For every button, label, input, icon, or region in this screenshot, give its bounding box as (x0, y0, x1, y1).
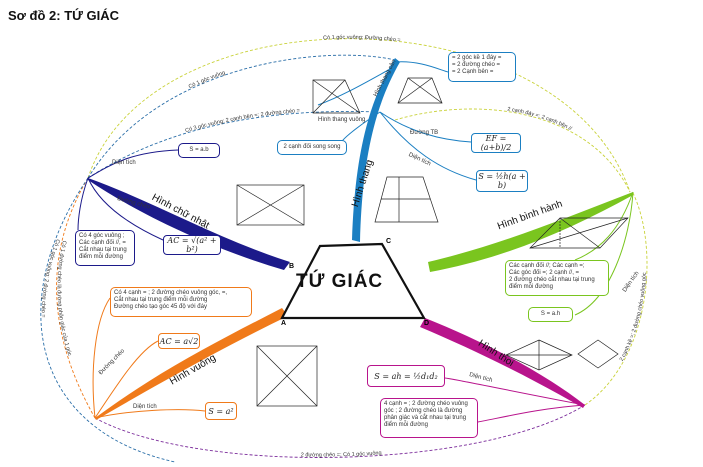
arc-line-7 (56, 177, 96, 419)
arc-label-4: 2 cạnh đáy =; 2 cạnh bên // (507, 107, 573, 133)
square-figure (256, 345, 318, 407)
formula-vuong-area: S = a² (205, 402, 237, 420)
box-cn-area: S = a.b (178, 143, 220, 158)
midline-trapezoid-figure (374, 176, 439, 223)
center-quadrilateral (280, 242, 426, 320)
parallelogram-figure (529, 217, 629, 249)
label-thang-vuong: Hình thang vuông (318, 117, 366, 123)
formula-duong-tb: EF = (a+b)/2 (471, 133, 521, 153)
vertex-c: C (386, 238, 392, 245)
isosceles-trapezoid-figure (397, 77, 443, 104)
arc-label-3: Có 3 góc vuông; 2 cạnh bên =; 2 đường ch… (185, 108, 301, 134)
branch-vuong (95, 308, 288, 420)
label-duong-tb: Đường TB (410, 130, 439, 136)
box-thang-can-props: = 2 góc kề 1 đáy = = 2 đường chéo = = 2 … (448, 52, 516, 82)
box-cn-props: Có 4 góc vuông ; Các cạnh đối //, = Cắt … (75, 230, 135, 266)
box-vuong-props: Có 4 cạnh = ; 2 đường chéo vuông góc, =,… (110, 287, 252, 317)
vertex-a: A (281, 320, 287, 327)
branch-binh-hanh (428, 192, 633, 272)
formula-cn-diag: AC = √(a² + b²) (163, 235, 221, 255)
center-label: TỨ GIÁC (296, 271, 384, 292)
box-thoi-props: 4 cạnh = ; 2 đường chéo vuông góc ; 2 đư… (380, 398, 478, 438)
branches (88, 58, 633, 420)
vertex-d: D (424, 320, 430, 327)
vertex-b: B (289, 263, 295, 270)
rhombus-figure (505, 339, 619, 371)
formula-thoi-area: S = ah = ½d₁d₂ (367, 365, 445, 387)
arc-label-5: 2 đường chéo =; Có 1 góc vuông (301, 450, 382, 458)
arc-line-6 (584, 192, 648, 406)
box-thang-sides: 2 cạnh đối song song (277, 140, 347, 155)
arc-label-1: Có 1 góc vuông; Đường chéo = (323, 35, 401, 44)
formula-thang-area: S = ½h(a + b) (476, 170, 528, 192)
box-bh-area: S = a.h (528, 307, 573, 322)
label-dien-tich-cn: Diện tích (112, 160, 136, 166)
branch-thang (352, 58, 400, 242)
right-trapezoid-figure (312, 79, 361, 114)
label-dien-tich-v: Diện tích (133, 404, 157, 410)
box-bh-props: Các cạnh đối //; Các cạnh =; Các góc đối… (505, 260, 609, 296)
arc-line-5 (94, 404, 586, 458)
page-title: Sơ đồ 2: TỨ GIÁC (8, 8, 120, 23)
branch-chu-nhat (88, 178, 290, 270)
arc-label-7: Có 1 đường chéo là đường phân giác của 1… (56, 240, 73, 357)
formula-vuong-diag: AC = a√2 (158, 333, 200, 349)
branch-thoi (420, 318, 585, 408)
arc-label-6: 2 cạnh kề =; 2 đường chéo vuông góc (619, 272, 648, 362)
rectangle-figure (236, 184, 305, 226)
arc-label-2: Có 1 góc vuông (188, 70, 226, 90)
